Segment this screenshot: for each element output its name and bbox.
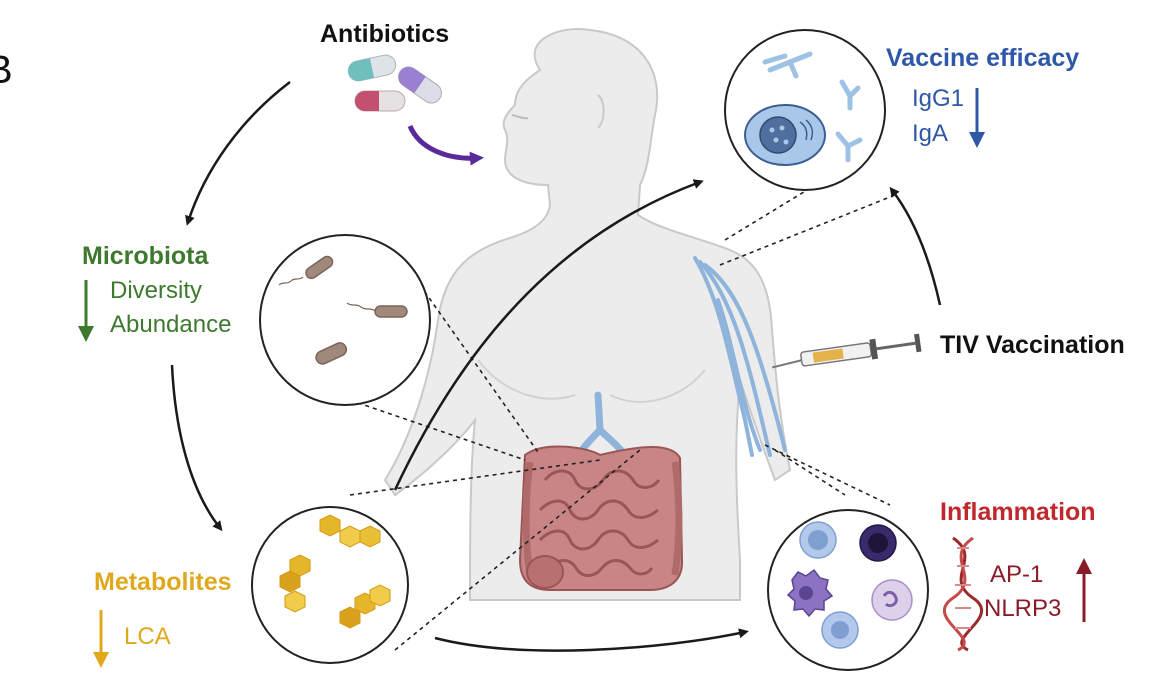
metabolites-down-arrow [93,610,109,668]
tiv-vaccination-label: TIV Vaccination [940,331,1125,359]
flow-arrows [170,81,942,652]
microbiota-down-arrow [78,280,94,342]
antibody-icon [762,51,863,163]
human-body-silhouette [383,28,792,601]
vaccine-circle [724,29,886,191]
dna-icon [943,536,983,652]
syringe-icon [772,333,922,369]
panel-letter: B [0,50,13,90]
vaccine-efficacy-title: Vaccine efficacy [886,44,1080,72]
vaccine-igg1-label: IgG1 [912,85,965,112]
antibiotics-label: Antibiotics [320,20,450,48]
hexagon-metabolite-icon [279,514,391,629]
microbiota-diversity-label: Diversity [110,277,203,304]
inflammation-title: Inflammation [940,498,1096,526]
inflammation-nlrp3-label: NLRP3 [984,595,1062,622]
vaccine-down-arrow [969,88,985,148]
antibiotic-arrow [407,124,484,166]
arm-veins [693,256,787,457]
microbiota-title: Microbiota [82,242,209,270]
intestine-icon [518,445,684,591]
inflammation-up-arrow [1076,558,1092,622]
inflammation-ap1-label: AP-1 [990,561,1044,588]
metabolites-circle [251,506,409,664]
metabolites-lca-label: LCA [124,623,171,650]
metabolites-title: Metabolites [94,568,232,596]
bacteria-icon [278,255,408,365]
vaccine-iga-label: IgA [912,120,949,147]
bacteria-circle [259,234,431,406]
capsule-icon [347,54,442,112]
b-cell-icon [744,104,826,166]
microbiota-abundance-label: Abundance [110,311,232,338]
immune-cell-icon [786,521,913,649]
inflammation-circle [767,509,929,671]
